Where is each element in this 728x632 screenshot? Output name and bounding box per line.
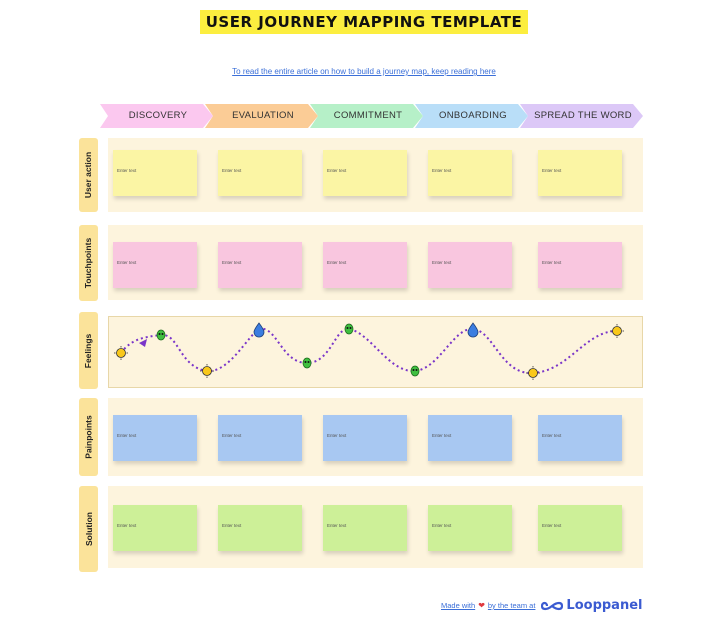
brand-name: Looppanel (566, 598, 643, 613)
sticky-note[interactable]: Enter text (323, 505, 407, 551)
drop-icon (253, 322, 265, 338)
row-label-painpoints: Painpoints (79, 398, 98, 476)
sticky-note[interactable]: Enter text (113, 150, 197, 196)
arrow-icon (139, 339, 147, 347)
footer-by-team[interactable]: by the team at (487, 601, 536, 610)
sticky-note[interactable]: Enter text (113, 415, 197, 461)
sticky-note[interactable]: Enter text (113, 242, 197, 288)
sun-icon (610, 324, 624, 338)
stage-commitment: COMMITMENT (333, 109, 403, 121)
sticky-note[interactable]: Enter text (113, 505, 197, 551)
drop-icon (467, 322, 479, 338)
article-link[interactable]: To read the entire article on how to bui… (232, 67, 496, 76)
stage-arrow-commitment (310, 104, 423, 128)
sticky-note[interactable]: Enter text (323, 150, 407, 196)
stage-evaluation: EVALUATION (232, 109, 294, 121)
sticky-note[interactable]: Enter text (538, 415, 622, 461)
sticky-note[interactable]: Enter text (538, 150, 622, 196)
sticky-note[interactable]: Enter text (428, 415, 512, 461)
sticky-note[interactable]: Enter text (428, 242, 512, 288)
stage-arrow-evaluation (205, 104, 318, 128)
alien-icon (410, 365, 420, 377)
sticky-note[interactable]: Enter text (538, 242, 622, 288)
sun-icon (526, 366, 540, 380)
row-label-user-action: User action (79, 138, 98, 212)
sticky-note[interactable]: Enter text (428, 150, 512, 196)
stage-arrow-discovery (100, 104, 213, 128)
row-label-solution: Solution (79, 486, 98, 572)
stage-arrows (100, 104, 643, 128)
feelings-path (120, 327, 618, 375)
sticky-note[interactable]: Enter text (538, 505, 622, 551)
sticky-note[interactable]: Enter text (218, 415, 302, 461)
stage-discovery: DISCOVERY (128, 109, 188, 121)
alien-icon (344, 323, 354, 335)
footer: Made with ❤ by the team at Looppanel (441, 598, 642, 613)
footer-made-with[interactable]: Made with (441, 601, 476, 610)
feelings-curve (114, 322, 624, 380)
infinity-icon (541, 601, 564, 610)
page-title: USER JOURNEY MAPPING TEMPLATE (199, 10, 529, 34)
sticky-note[interactable]: Enter text (323, 415, 407, 461)
sun-icon (200, 364, 214, 378)
sticky-note[interactable]: Enter text (218, 505, 302, 551)
sun-icon (114, 346, 128, 360)
sticky-note[interactable]: Enter text (218, 150, 302, 196)
stage-arrow-onboarding (415, 104, 528, 128)
stage-arrow-spread-the-word (520, 104, 643, 128)
stage-onboarding: ONBOARDING (439, 109, 507, 121)
stage-spread-the-word: SPREAD THE WORD (534, 109, 632, 121)
alien-icon (156, 329, 166, 341)
alien-icon (302, 357, 312, 369)
row-label-feelings: Feelings (79, 312, 98, 389)
row-label-touchpoints: Touchpoints (79, 225, 98, 301)
sticky-note[interactable]: Enter text (428, 505, 512, 551)
sticky-note[interactable]: Enter text (323, 242, 407, 288)
feelings-row (108, 316, 643, 388)
sticky-note[interactable]: Enter text (218, 242, 302, 288)
heart-icon: ❤ (478, 601, 485, 610)
looppanel-logo[interactable]: Looppanel (541, 598, 642, 613)
